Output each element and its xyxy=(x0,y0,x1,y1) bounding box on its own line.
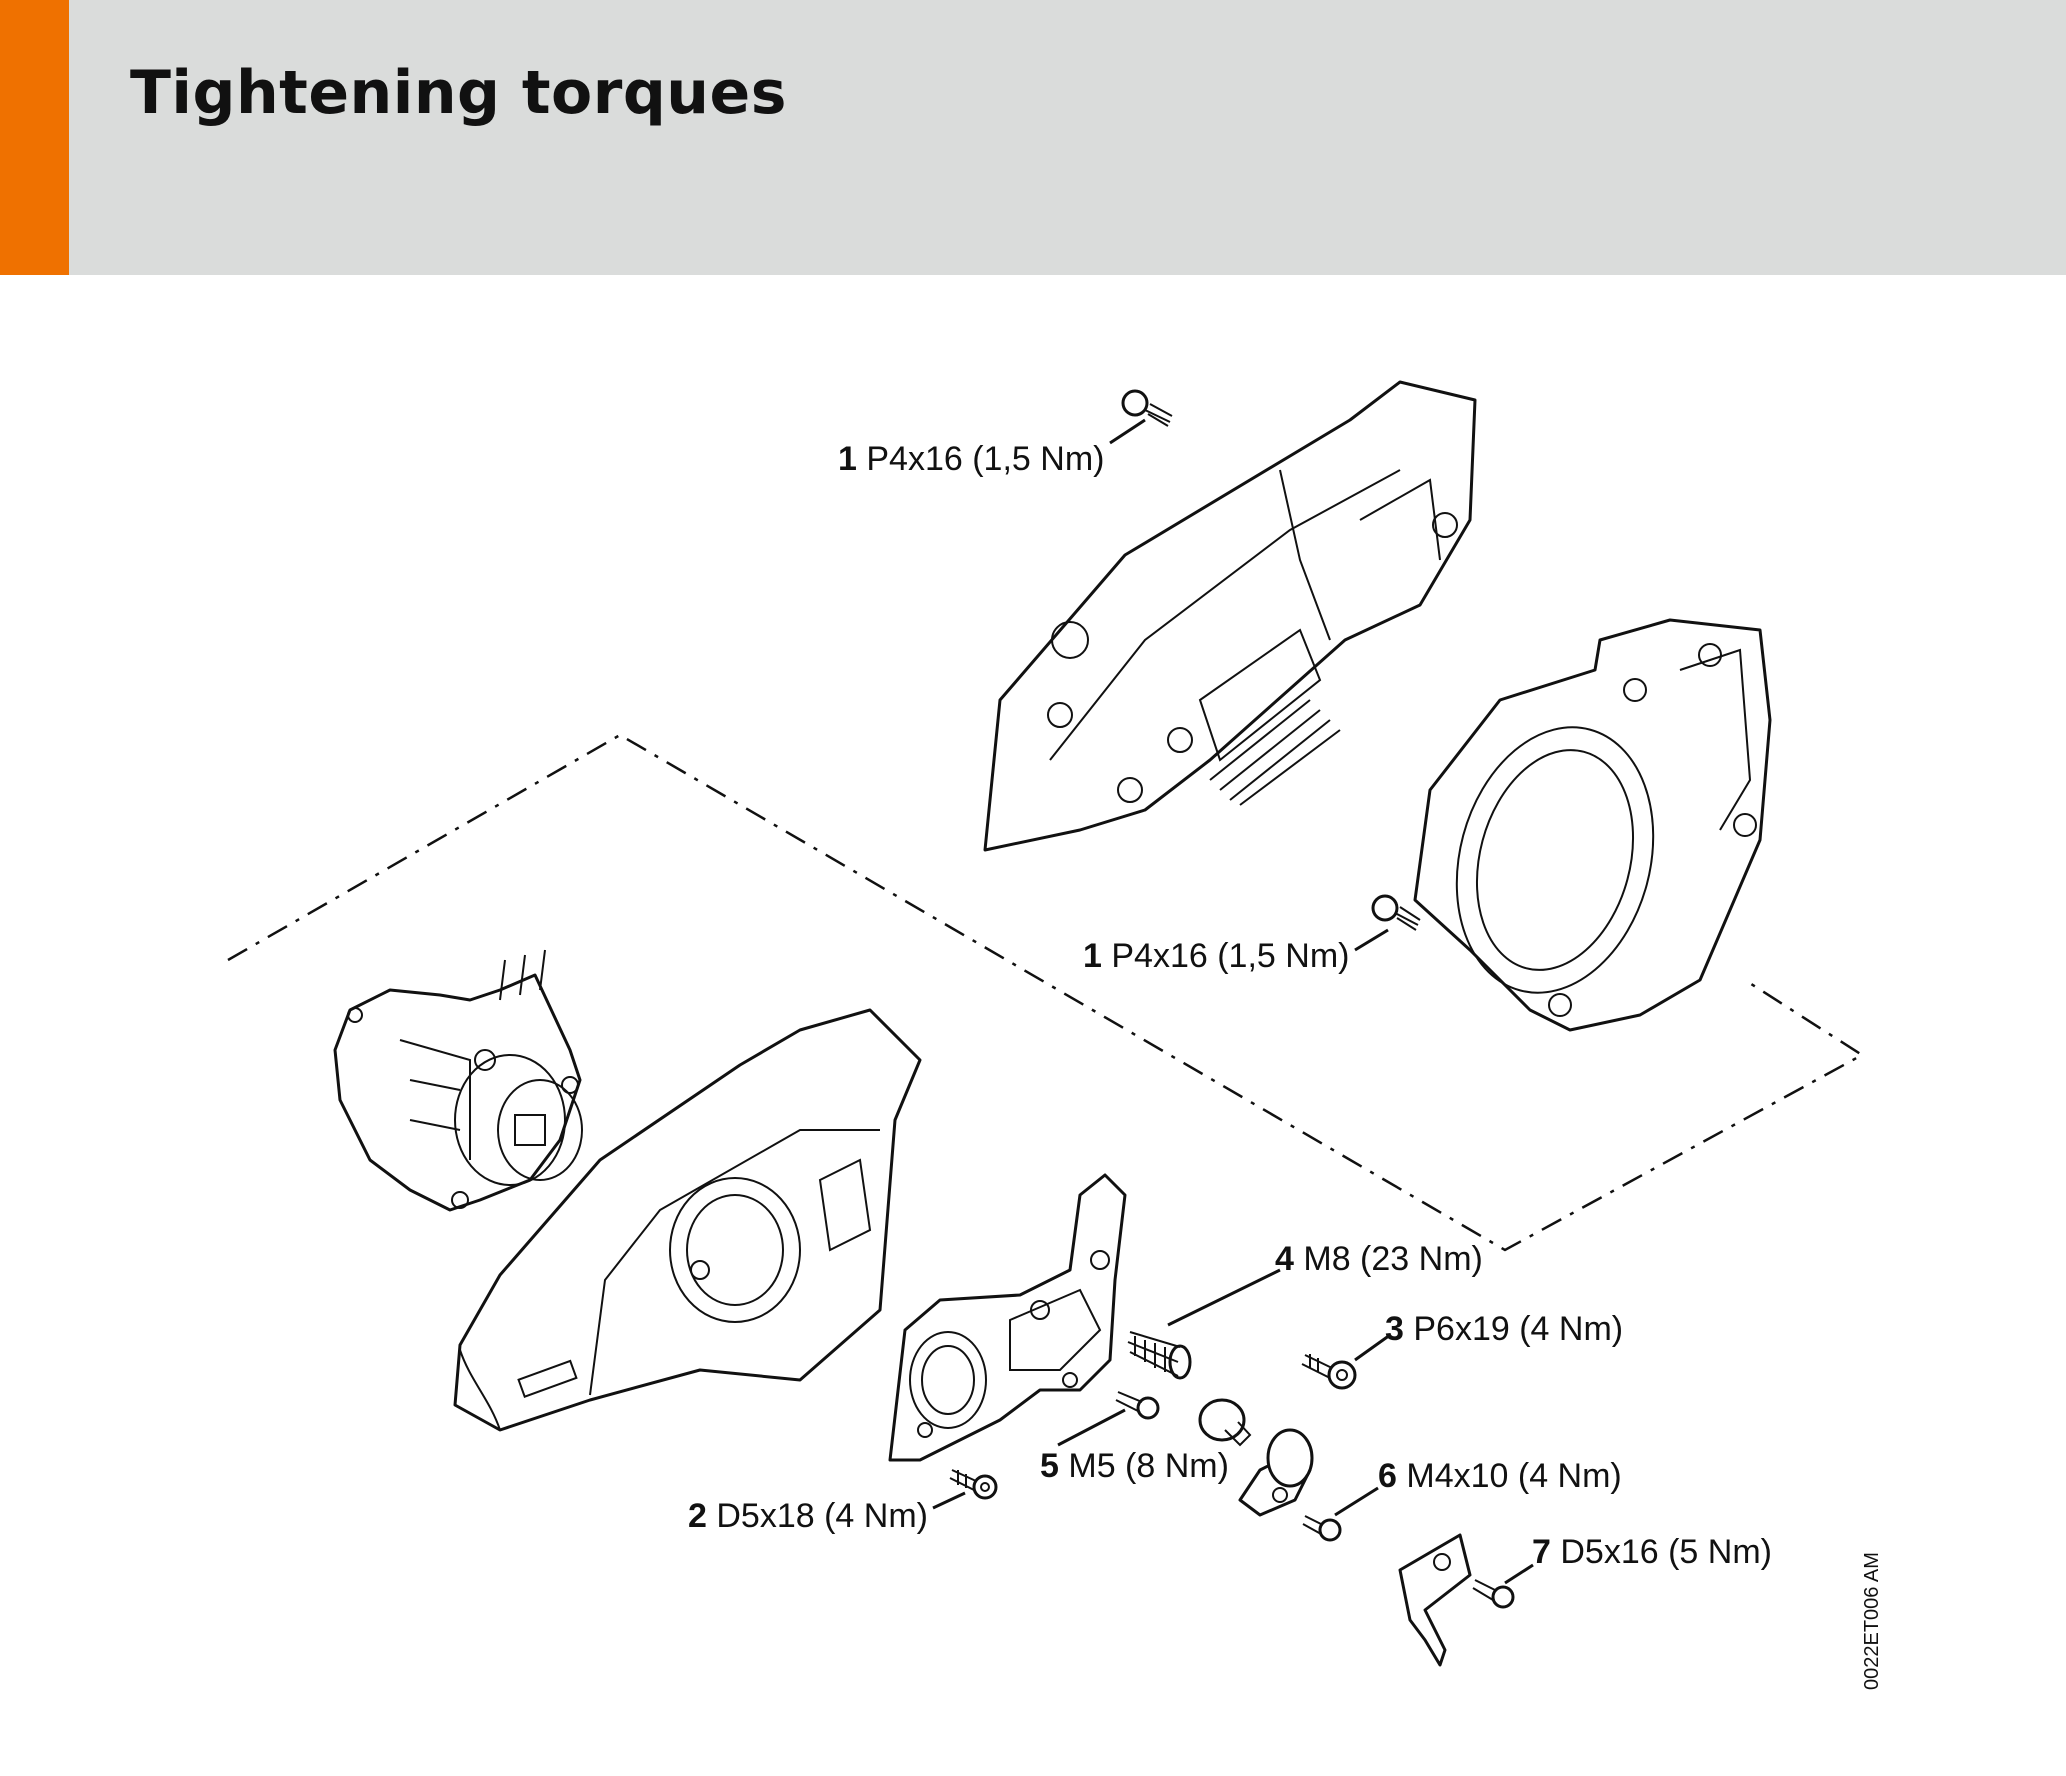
screw-2-icon xyxy=(949,1469,998,1500)
assembly-boundary-line xyxy=(227,733,1865,1252)
callout-6: 6 M4x10 (4 Nm) xyxy=(1378,1457,1622,1495)
leader-4 xyxy=(1167,1268,1281,1327)
screw-4-icon xyxy=(1127,1331,1192,1380)
lower-housing-part xyxy=(453,1008,922,1432)
drawing-code: 0022ET006 AM xyxy=(1861,1552,1883,1690)
callout-4: 4 M8 (23 Nm) xyxy=(1275,1240,1483,1278)
motor-part xyxy=(333,949,583,1212)
sprocket-part xyxy=(1198,1398,1252,1447)
leader-1a xyxy=(1109,418,1146,445)
screw-7-icon xyxy=(1472,1579,1515,1609)
callout-1a: 1 P4x16 (1,5 Nm) xyxy=(838,440,1104,478)
callout-2: 2 D5x18 (4 Nm) xyxy=(688,1497,928,1535)
callout-7: 7 D5x16 (5 Nm) xyxy=(1532,1533,1772,1571)
callout-5: 5 M5 (8 Nm) xyxy=(1040,1447,1229,1485)
screw-3-icon xyxy=(1301,1354,1357,1390)
leader-2 xyxy=(932,1491,966,1510)
leader-7 xyxy=(1504,1563,1534,1585)
screw-5-icon xyxy=(1115,1391,1160,1420)
cover-plate-part xyxy=(888,1173,1127,1462)
screw-1b-icon xyxy=(1371,894,1421,931)
fan-housing-part xyxy=(1413,618,1772,1032)
tensioner-part xyxy=(1238,1428,1314,1517)
header-accent-bar xyxy=(0,0,69,275)
screw-1a-icon xyxy=(1121,389,1173,427)
callout-1b: 1 P4x16 (1,5 Nm) xyxy=(1083,937,1349,975)
leader-6 xyxy=(1334,1486,1379,1517)
upper-housing-part xyxy=(983,380,1477,852)
leader-5 xyxy=(1057,1408,1126,1447)
screw-6-icon xyxy=(1302,1515,1342,1542)
callout-3: 3 P6x19 (4 Nm) xyxy=(1385,1310,1623,1348)
page-title: Tightening torques xyxy=(130,58,787,128)
hook-plate-part xyxy=(1398,1533,1472,1667)
leader-1b xyxy=(1354,928,1389,952)
header-band xyxy=(0,0,2066,275)
leader-3 xyxy=(1354,1333,1391,1362)
